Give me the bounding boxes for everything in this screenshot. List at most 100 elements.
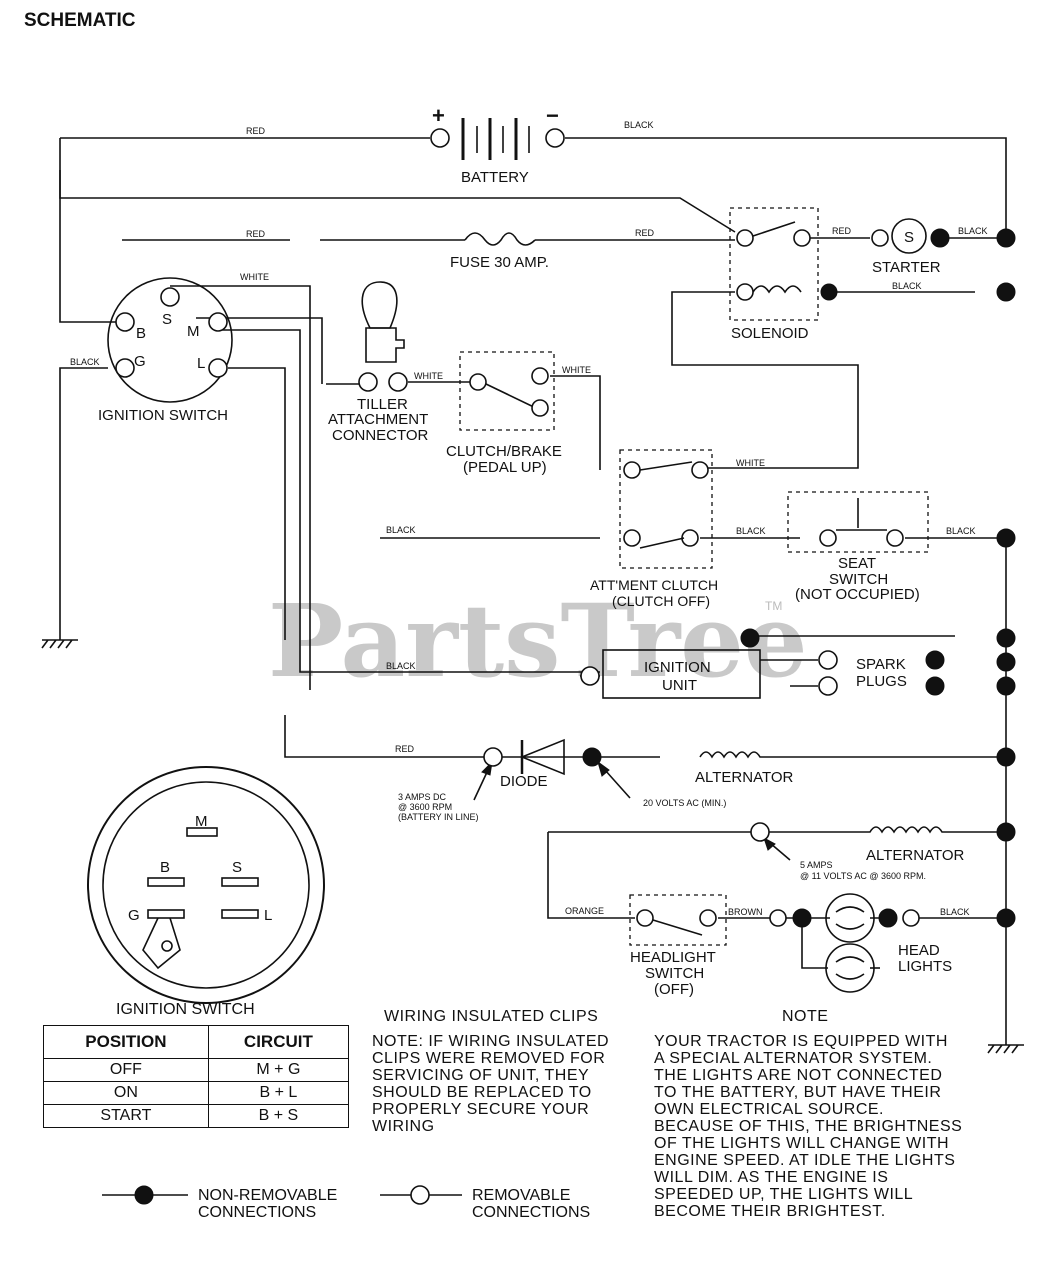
- diode-amps-2: @ 3600 RPM: [398, 802, 452, 812]
- alternator-2: ALTERNATOR 5 AMPS @ 11 VOLTS AC @ 3600 R…: [750, 822, 965, 881]
- legend: NON-REMOVABLE CONNECTIONS REMOVABLE CONN…: [102, 1185, 590, 1221]
- wire-label: RED: [395, 744, 415, 754]
- wire-label: WHITE: [562, 365, 591, 375]
- wire-label: WHITE: [240, 272, 269, 282]
- face-s: S: [232, 859, 242, 876]
- attment-label-1: ATT'MENT CLUTCH: [590, 577, 718, 593]
- alt2-amps-2: @ 11 VOLTS AC @ 3600 RPM.: [800, 871, 926, 881]
- clutch-brake-label-2: (PEDAL UP): [463, 459, 547, 476]
- terminal-g: G: [134, 353, 146, 370]
- ignition-unit: IGNITION UNIT: [580, 628, 761, 699]
- head-lights-label-1: HEAD: [898, 942, 940, 959]
- wiring-clips-text: NOTE: IF WIRING INSULATED CLIPS WERE REM…: [372, 1033, 610, 1135]
- legend-nonremovable-1: NON-REMOVABLE: [198, 1187, 337, 1204]
- seat-label-3: (NOT OCCUPIED): [795, 586, 920, 603]
- tiller-label-3: CONNECTOR: [332, 427, 429, 444]
- position-circuit-table: POSITION CIRCUIT OFF M + G ON B + L STAR…: [43, 1025, 350, 1128]
- face-l: L: [264, 907, 272, 924]
- starter-s: S: [904, 229, 914, 246]
- alt-volts: 20 VOLTS AC (MIN.): [643, 798, 726, 808]
- page-title: SCHEMATIC: [24, 10, 136, 31]
- wire-label: WHITE: [736, 458, 765, 468]
- wire-label: ORANGE: [565, 906, 604, 916]
- attment-label-2: (CLUTCH OFF): [612, 593, 710, 609]
- battery: + − BATTERY: [430, 103, 565, 186]
- battery-negative: −: [546, 103, 559, 128]
- tiller-connector: TILLER ATTACHMENT CONNECTOR: [328, 281, 429, 444]
- clutch-brake-switch: CLUTCH/BRAKE (PEDAL UP): [446, 351, 562, 476]
- table-row: ON B + L: [43, 1081, 350, 1105]
- legend-nonremovable-2: CONNECTIONS: [198, 1204, 316, 1221]
- attment-clutch-switch: ATT'MENT CLUTCH (CLUTCH OFF): [590, 449, 718, 609]
- ignition-switch-label: IGNITION SWITCH: [98, 407, 228, 424]
- tiller-label-1: TILLER: [357, 396, 408, 413]
- spark-label-2: PLUGS: [856, 673, 907, 690]
- clutch-brake-label-1: CLUTCH/BRAKE: [446, 443, 562, 460]
- seat-label-1: SEAT: [838, 555, 876, 572]
- face-g: G: [128, 907, 140, 924]
- table-cell: B + L: [207, 1081, 350, 1105]
- tiller-label-2: ATTACHMENT: [328, 411, 428, 428]
- wire-label: BLACK: [624, 120, 654, 130]
- headlight-switch-label-2: SWITCH: [645, 965, 704, 982]
- fuse-label: FUSE 30 AMP.: [450, 254, 549, 271]
- legend-removable-2: CONNECTIONS: [472, 1204, 590, 1221]
- table-cell: ON: [43, 1081, 209, 1105]
- ignition-unit-label-2: UNIT: [662, 677, 697, 694]
- head-lights-label-2: LIGHTS: [898, 958, 952, 975]
- spark-label-1: SPARK: [856, 656, 906, 673]
- seat-label-2: SWITCH: [829, 571, 888, 588]
- table-header: POSITION: [43, 1025, 209, 1059]
- wire-label: BLACK: [70, 357, 100, 367]
- headlight-switch: HEADLIGHT SWITCH (OFF): [629, 894, 727, 998]
- table-header: CIRCUIT: [207, 1025, 350, 1059]
- wire-label: RED: [635, 228, 655, 238]
- wire-label: BLACK: [386, 661, 416, 671]
- watermark: PartsTree: [268, 582, 808, 700]
- terminal-l: L: [197, 355, 205, 372]
- starter-label: STARTER: [872, 259, 941, 276]
- terminal-s: S: [162, 311, 172, 328]
- spark-plugs: SPARK PLUGS: [818, 650, 945, 696]
- note-heading: NOTE: [782, 1008, 829, 1025]
- wire-label: BLACK: [386, 525, 416, 535]
- face-b: B: [160, 859, 170, 876]
- alt2-amps-1: 5 AMPS: [800, 860, 833, 870]
- fuse: FUSE 30 AMP.: [450, 232, 549, 271]
- head-lights: HEAD LIGHTS: [769, 893, 952, 993]
- diode-amps-3: (BATTERY IN LINE): [398, 812, 479, 822]
- wire-label: BLACK: [958, 226, 988, 236]
- wire-label: WHITE: [414, 371, 443, 381]
- alternator-1-label: ALTERNATOR: [695, 769, 794, 786]
- wire-label: BLACK: [736, 526, 766, 536]
- ignition-unit-label-1: IGNITION: [644, 659, 711, 676]
- wire-label: RED: [832, 226, 852, 236]
- face-title: IGNITION SWITCH: [116, 1001, 255, 1018]
- table-cell: B + S: [207, 1104, 350, 1128]
- table-cell: M + G: [207, 1058, 350, 1082]
- terminal-b: B: [136, 325, 146, 342]
- ignition-switch-circuit: B S M G L IGNITION SWITCH: [98, 277, 233, 424]
- terminal-m: M: [187, 323, 200, 340]
- ignition-switch-face: M B S G L IGNITION SWITCH: [87, 766, 325, 1018]
- headlight-switch-label-1: HEADLIGHT: [630, 949, 716, 966]
- legend-removable-1: REMOVABLE: [472, 1187, 570, 1204]
- diode-amps-1: 3 AMPS DC: [398, 792, 447, 802]
- note-text: YOUR TRACTOR IS EQUIPPED WITH A SPECIAL …: [654, 1033, 963, 1220]
- wire-label: BLACK: [946, 526, 976, 536]
- headlight-switch-label-3: (OFF): [654, 981, 694, 998]
- battery-positive: +: [432, 103, 445, 128]
- seat-switch: SEAT SWITCH (NOT OCCUPIED): [787, 491, 929, 603]
- table-row: OFF M + G: [43, 1058, 350, 1082]
- wire-label: RED: [246, 229, 266, 239]
- diode-label: DIODE: [500, 773, 548, 790]
- alternator-2-label: ALTERNATOR: [866, 847, 965, 864]
- wire-label: BROWN: [728, 907, 763, 917]
- wire-label: RED: [246, 126, 266, 136]
- solenoid-label: SOLENOID: [731, 325, 809, 342]
- battery-label: BATTERY: [461, 169, 529, 186]
- face-m: M: [195, 813, 208, 830]
- table-cell: OFF: [43, 1058, 209, 1082]
- right-bus-connections: [996, 228, 1016, 928]
